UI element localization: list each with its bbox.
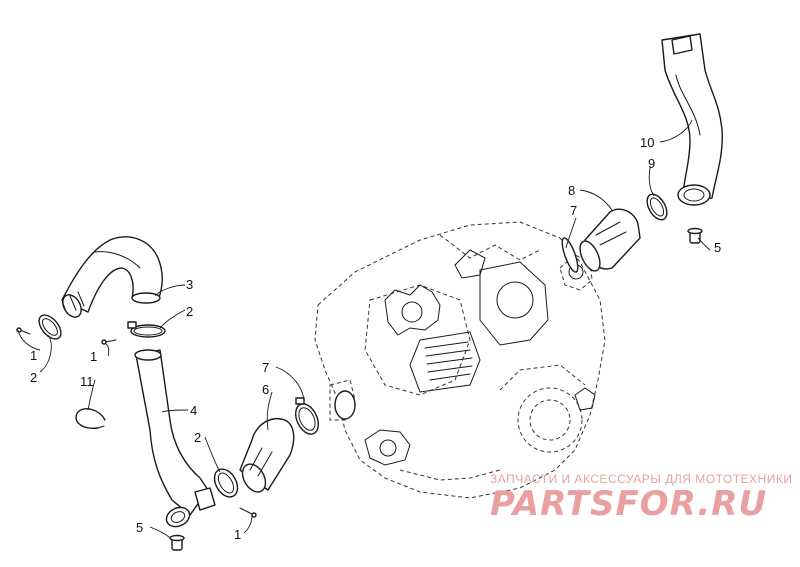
hose-clamp-engine-side bbox=[294, 397, 320, 435]
callout-9: 9 bbox=[648, 156, 655, 171]
drain-valve-left bbox=[169, 534, 185, 551]
leader-lines bbox=[17, 119, 711, 541]
callout-4: 4 bbox=[190, 403, 197, 418]
watermark-tagline: ЗАПЧАСТИ И АКСЕССУАРЫ ДЛЯ МОТОТЕХНИКИ bbox=[490, 472, 793, 486]
drain-valve-right bbox=[687, 227, 703, 244]
intake-boot-upper-left bbox=[61, 236, 163, 318]
screw-lower bbox=[239, 507, 257, 518]
intake-boot-lower bbox=[239, 418, 295, 493]
air-intake-duct bbox=[661, 33, 723, 206]
callout-5-left: 5 bbox=[136, 520, 143, 535]
hose-clamp-tube-top bbox=[127, 321, 166, 338]
callout-7-lower: 7 bbox=[262, 360, 269, 375]
screw-left bbox=[16, 327, 31, 335]
callout-1-left: 1 bbox=[30, 348, 37, 363]
callout-2-left: 2 bbox=[30, 370, 37, 385]
callout-1-lower: 1 bbox=[234, 527, 241, 542]
retaining-ring bbox=[75, 408, 106, 429]
callout-1-upper: 1 bbox=[90, 349, 97, 364]
callout-5-right: 5 bbox=[714, 240, 721, 255]
engine-block bbox=[314, 221, 606, 499]
callout-2-lower: 2 bbox=[194, 430, 201, 445]
callout-2-upper: 2 bbox=[186, 304, 193, 319]
callout-8: 8 bbox=[568, 183, 575, 198]
callout-11: 11 bbox=[80, 374, 94, 389]
callout-7-upper: 7 bbox=[570, 203, 577, 218]
intake-boot-right bbox=[579, 208, 641, 272]
hose-clamp-left bbox=[38, 314, 62, 340]
intake-tube-long bbox=[134, 349, 216, 528]
callout-3: 3 bbox=[186, 277, 193, 292]
callout-labels: 1 2 3 2 1 11 4 2 5 1 6 7 7 8 9 10 5 bbox=[30, 135, 721, 542]
hose-clamp-lower bbox=[213, 468, 239, 498]
callout-6: 6 bbox=[262, 382, 269, 397]
hose-clamp-right-upper bbox=[646, 193, 668, 221]
callout-10: 10 bbox=[640, 135, 654, 150]
screw-tube-top bbox=[101, 339, 117, 345]
watermark-brand: PARTSFOR.RU bbox=[490, 484, 768, 524]
